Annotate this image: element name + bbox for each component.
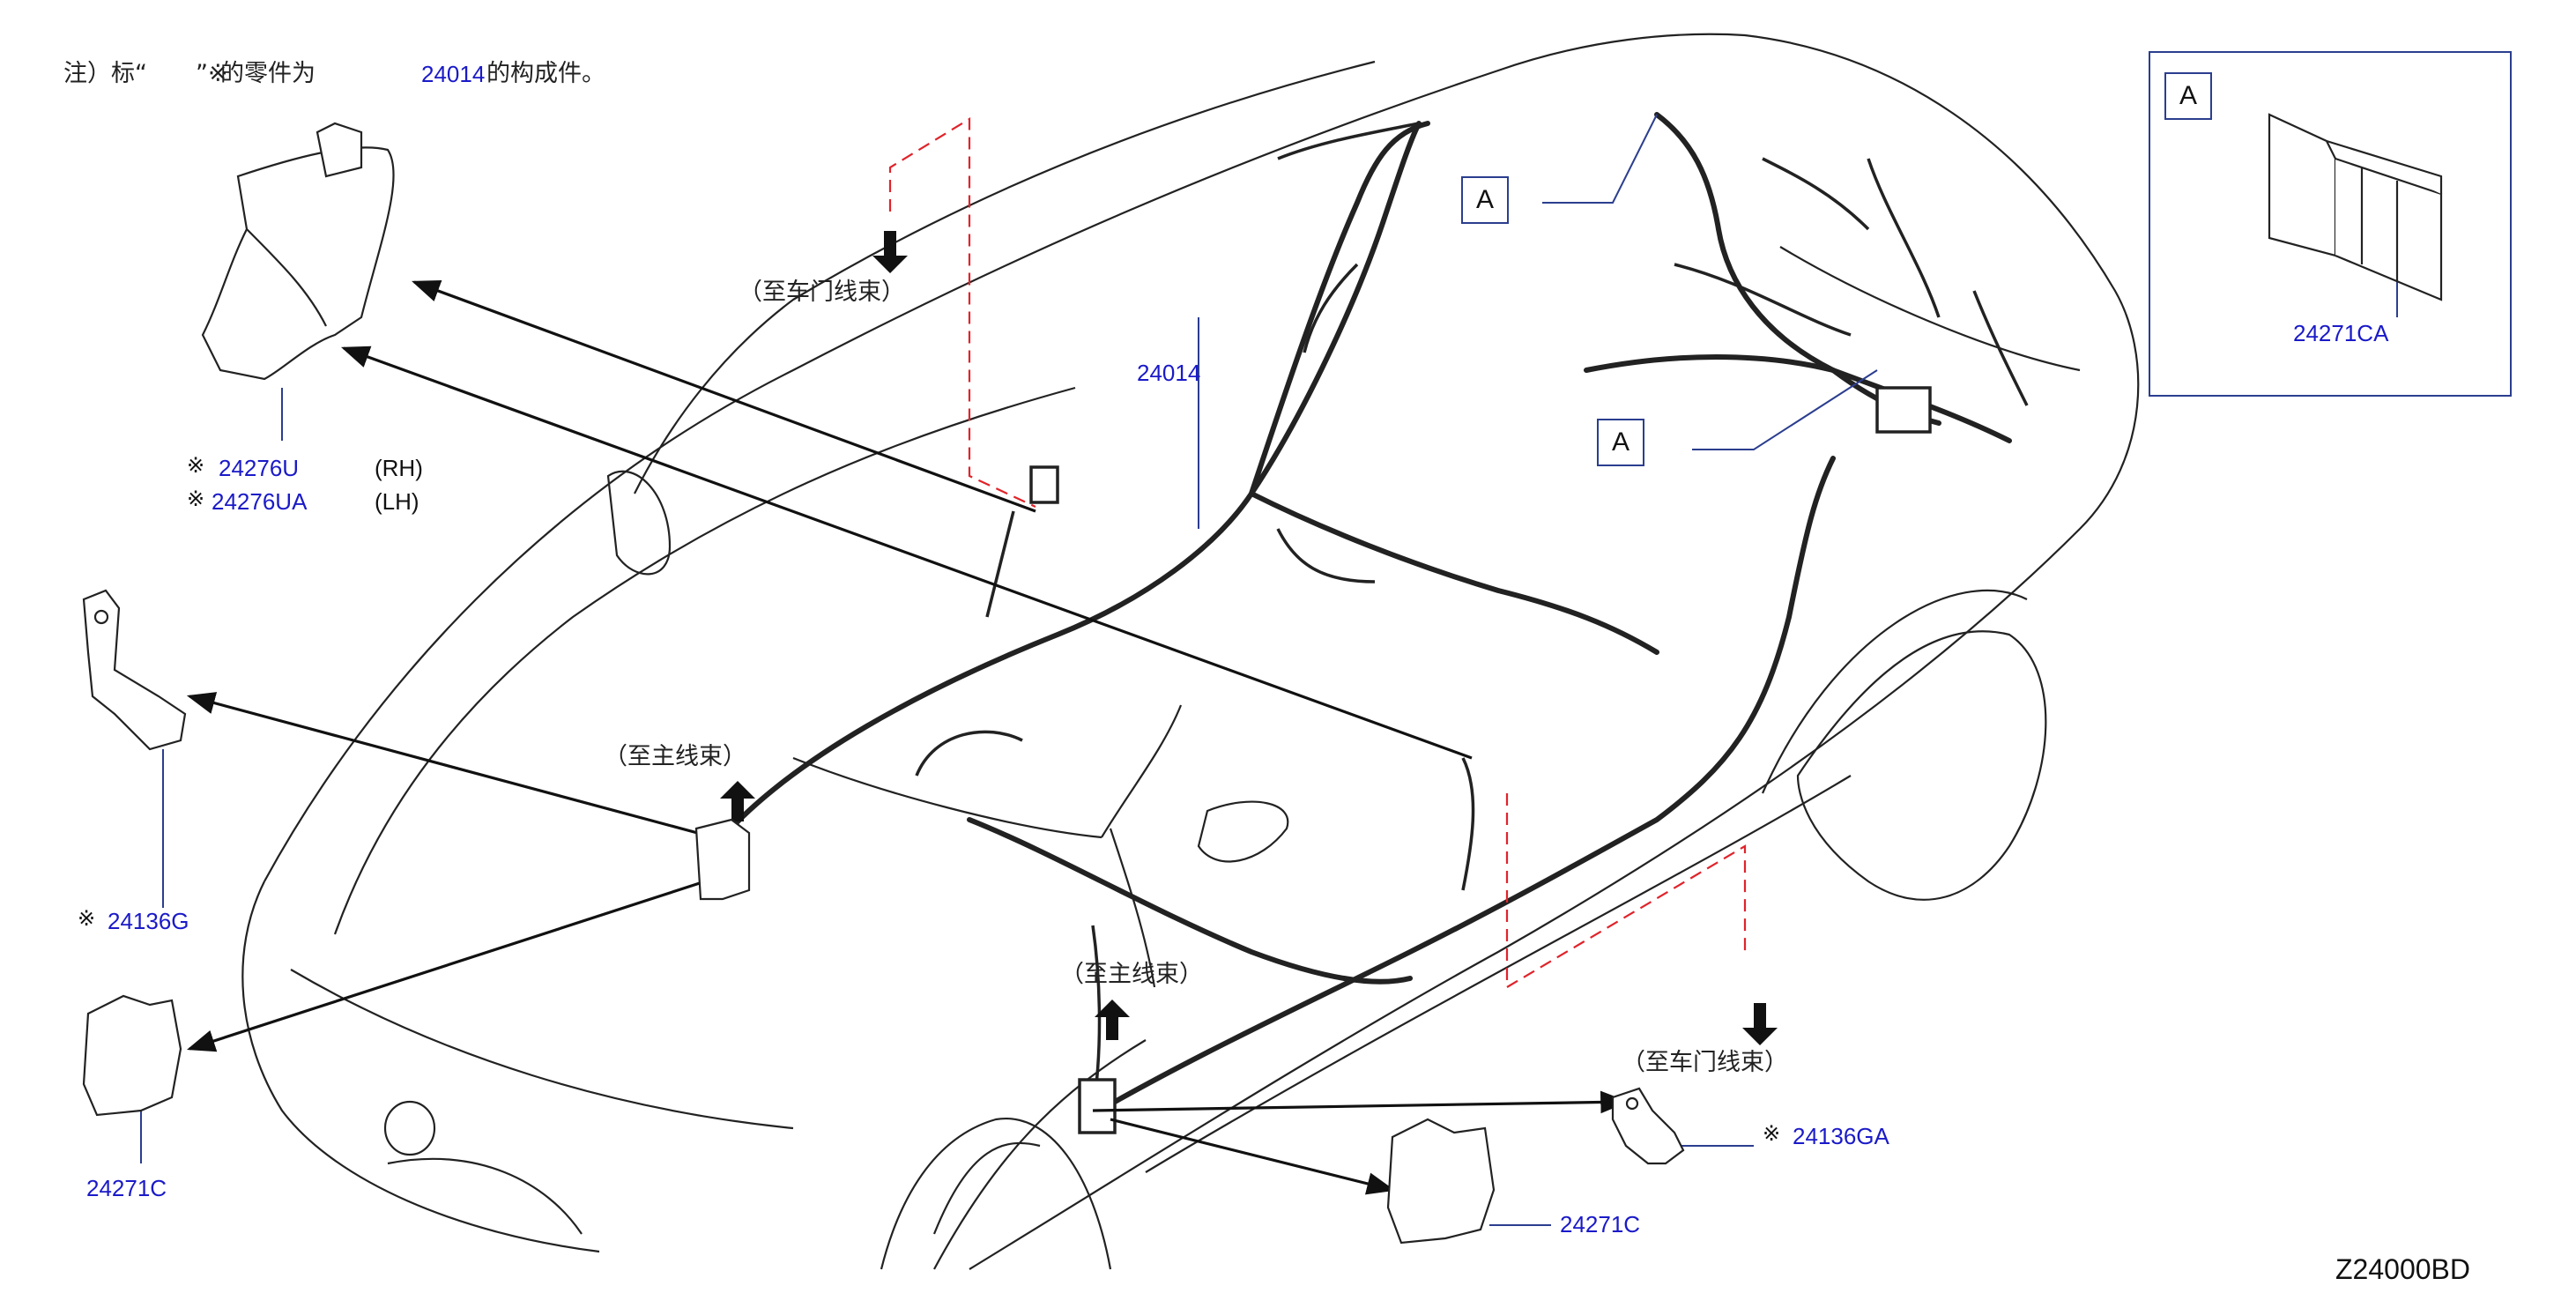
reference-marker-lh: ※ — [187, 487, 205, 511]
note-mark: ”※ — [196, 60, 228, 87]
cover-24271C-bottom-drawing — [1386, 1118, 1496, 1245]
reference-marker-24136G: ※ — [78, 906, 96, 931]
side-label-rh: (RH) — [375, 455, 423, 481]
part-label-24271C-bottom: 24271C — [1560, 1211, 1641, 1237]
view-a-callout-top: A — [1461, 176, 1509, 224]
cover-24271C-left-drawing — [82, 994, 182, 1117]
to-door-harness-top-label: （至车门线束） — [739, 279, 905, 306]
part-label-24136G: 24136G — [108, 908, 189, 934]
protector-24276U-drawing — [201, 122, 395, 381]
note-suffix: 的构成件。 — [486, 60, 605, 87]
view-a-callout-bottom: A — [1597, 419, 1644, 466]
leader-lines — [140, 114, 2398, 1226]
part-label-24276UA: 24276UA — [212, 488, 308, 515]
to-door-harness-bottom-label: （至车门线束） — [1622, 1049, 1788, 1076]
part-label-24014: 24014 — [1137, 360, 1201, 386]
to-main-harness-left-label: （至主线束） — [604, 743, 746, 770]
detail-a-label: A — [2164, 72, 2212, 120]
car-body-outline — [241, 33, 2140, 1270]
bracket-24136G-drawing — [82, 589, 187, 751]
reference-marker-rh: ※ — [187, 453, 205, 478]
wiring-harness-24014 — [720, 112, 2012, 1122]
note-middle: 的零件为 — [220, 60, 316, 87]
side-label-lh: (LH) — [375, 488, 419, 515]
part-label-24136GA: 24136GA — [1793, 1123, 1889, 1149]
part-arrows — [186, 279, 1629, 1195]
part-label-24271CA: 24271CA — [2293, 320, 2389, 346]
note-prefix: 注）标“ — [63, 60, 147, 87]
bracket-24136GA-drawing — [1611, 1087, 1685, 1165]
detail-a-panel — [2149, 51, 2512, 397]
reference-marker-24136GA: ※ — [1763, 1121, 1781, 1146]
part-label-24276U: 24276U — [219, 455, 300, 481]
note-part-number: 24014 — [421, 61, 486, 87]
part-label-24271C-left: 24271C — [86, 1175, 167, 1201]
cover-24271C-center-drawing — [694, 818, 751, 901]
to-main-harness-center-label: （至主线束） — [1060, 961, 1203, 988]
door-harness-guides — [888, 117, 1747, 989]
diagram-code: Z24000BD — [2335, 1253, 2470, 1285]
harness-branches — [915, 122, 2029, 1134]
detail-a-part-drawing — [2268, 113, 2443, 301]
direction-arrows — [720, 231, 1778, 1045]
